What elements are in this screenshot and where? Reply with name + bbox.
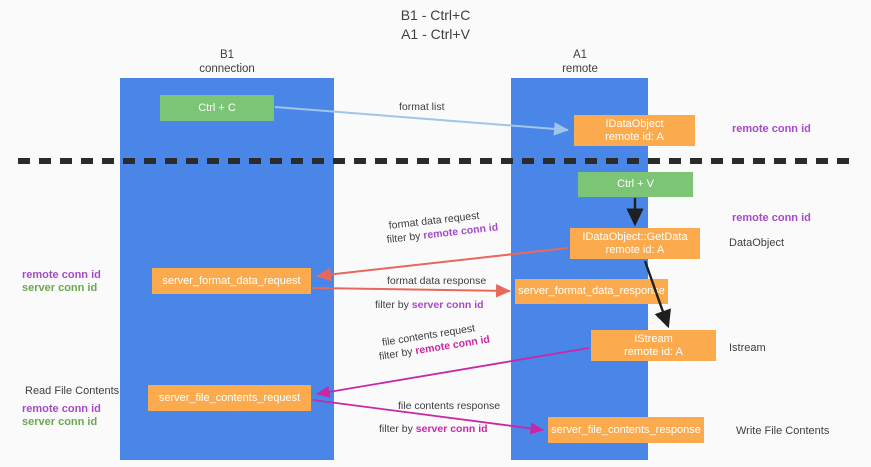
box-idataobject-remote-id: remote id: A [605,130,664,143]
lane-header-b1: B1 connection [150,48,304,76]
label-server-conn-id-1: server conn id [411,299,484,311]
lane-header-b1-name: B1 [219,49,235,61]
lane-header-a1: A1 remote [542,48,618,76]
page-title-line-2: A1 - Ctrl+V [401,26,470,42]
box-server-file-contents-response-label: server_file_contents_response [551,423,701,436]
annotation-remote-conn-id-top: remote conn id [732,123,811,135]
annotation-left-server-conn-id-mid: server conn id [22,282,98,294]
box-server-file-contents-request-label: server_file_contents_request [158,391,301,404]
annotation-left-remote-conn-id-bottom: remote conn id [22,403,101,415]
box-ctrl-c[interactable]: Ctrl + C [160,95,274,121]
lane-header-a1-name: A1 [572,49,588,61]
box-idataobject[interactable]: IDataObject remote id: A [574,115,695,146]
annotation-istream: Istream [729,342,766,354]
box-server-format-data-response[interactable]: server_format_data_response [515,279,668,304]
box-server-format-data-request-label: server_format_data_request [162,274,301,287]
box-idataobject-title: IDataObject [605,117,664,130]
label-filter-prefix-2: filter by [375,299,412,311]
box-server-file-contents-request[interactable]: server_file_contents_request [148,385,311,411]
box-ctrl-c-label: Ctrl + C [198,101,236,114]
label-file-contents-response: file contents response [398,400,501,412]
label-file-contents-response-filter: filter by server conn id [379,422,488,436]
label-format-list: format list [399,101,445,113]
label-filter-prefix-4: filter by [379,423,416,435]
box-server-file-contents-response[interactable]: server_file_contents_response [548,417,704,443]
page-title-line-1: B1 - Ctrl+C [400,7,471,23]
box-ctrl-v[interactable]: Ctrl + V [578,172,693,197]
box-server-format-data-request[interactable]: server_format_data_request [152,268,311,294]
annotation-left-remote-conn-id-mid: remote conn id [22,269,101,281]
box-istream-remote-id: remote id: A [624,345,683,358]
label-format-data-response: format data response [387,275,487,287]
annotation-remote-conn-id-mid: remote conn id [732,212,811,224]
lane-header-a1-role: remote [562,63,598,75]
label-format-data-response-filter: filter by server conn id [375,298,484,312]
box-server-format-data-response-label: server_format_data_response [518,285,665,297]
box-getdata-title: IDataObject::GetData [582,230,688,243]
lane-header-b1-role: connection [199,63,255,75]
annotation-dataobject: DataObject [729,237,785,249]
label-filter-prefix-1: filter by [386,229,425,246]
box-istream[interactable]: IStream remote id: A [591,330,716,361]
label-server-conn-id-2: server conn id [415,423,488,435]
page-title: B1 - Ctrl+C A1 - Ctrl+V [0,6,871,44]
annotation-left-server-conn-id-bottom: server conn id [22,416,98,428]
arrow-format-data-response [312,283,511,298]
annotation-write-file-contents: Write File Contents [736,425,830,437]
box-istream-title: IStream [634,332,673,345]
box-getdata-remote-id: remote id: A [605,243,665,256]
box-ctrl-v-label: Ctrl + V [617,178,654,190]
annotation-read-file-contents: Read File Contents [25,385,120,397]
box-idataobject-getdata[interactable]: IDataObject::GetData remote id: A [570,228,700,259]
